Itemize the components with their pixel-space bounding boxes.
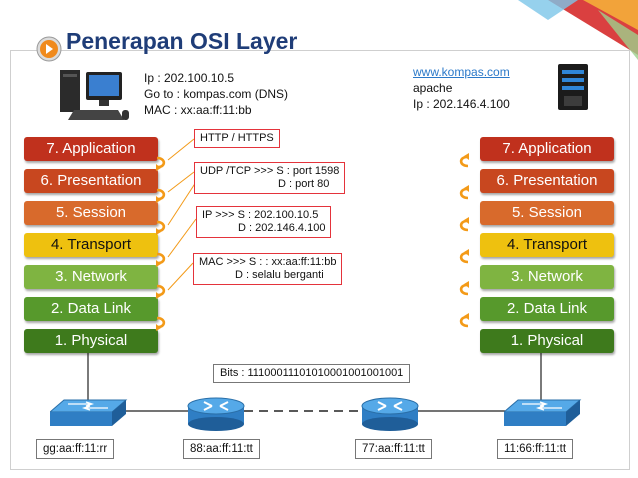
left-layer-transport: 4. Transport <box>24 233 158 257</box>
note-ip-source: IP >>> S : 202.100.10.5 <box>202 209 319 221</box>
curved-up-arrow-icon <box>459 217 469 232</box>
curved-up-arrow-icon <box>459 249 469 264</box>
curved-down-arrow-icon <box>156 252 166 267</box>
page-title: Penerapan OSI Layer <box>66 28 298 54</box>
note-http: HTTP / HTTPS <box>194 129 280 148</box>
note-udp-source: UDP /TCP >>> S : port 1598 <box>200 165 340 177</box>
arrow-circle-icon <box>36 36 62 62</box>
note-udp-destination: D : port 80 <box>278 178 330 190</box>
client-mac: MAC : xx:aa:ff:11:bb <box>144 103 252 117</box>
bits-label: Bits : 1110001110101000100100100​1 <box>213 364 411 383</box>
right-layer-transport: 4. Transport <box>480 233 614 257</box>
note-udp-tcp: UDP /TCP >>> S : port 1598 D : port 80 <box>194 162 346 194</box>
curved-down-arrow-icon <box>156 316 166 331</box>
server-tower-icon <box>556 62 590 112</box>
slide-frame <box>10 50 630 470</box>
server-link[interactable]: www.kompas.com <box>413 65 510 79</box>
server-ip: Ip : 202.146.4.100 <box>413 97 510 111</box>
client-info: Ip : 202.100.10.5 Go to : kompas.com (DN… <box>144 70 288 118</box>
right-layer-network: 3. Network <box>480 265 614 289</box>
router-icon <box>187 397 245 431</box>
left-layer-session: 5. Session <box>24 201 158 225</box>
server-info: www.kompas.com apache Ip : 202.146.4.100 <box>413 64 510 112</box>
device-mac-label: gg:aa:ff:11:rr <box>36 439 115 459</box>
right-layer-application: 7. Application <box>480 137 614 161</box>
note-ip: IP >>> S : 202.100.10.5 D : 202.146.4.10… <box>196 206 332 238</box>
curved-up-arrow-icon <box>459 185 469 200</box>
switch-icon <box>504 399 582 426</box>
right-layer-presentation: 6. Presentation <box>480 169 614 193</box>
right-layer-session: 5. Session <box>480 201 614 225</box>
curved-up-arrow-icon <box>459 153 469 168</box>
right-layer-data-link: 2. Data Link <box>480 297 614 321</box>
switch-icon <box>50 399 128 426</box>
note-ip-destination: D : 202.146.4.100 <box>238 222 326 234</box>
curved-down-arrow-icon <box>156 156 166 171</box>
note-mac-source: MAC >>> S : : xx:aa:ff:11:bb <box>199 256 337 268</box>
device-mac-label: 11:66:ff:11:tt <box>497 439 574 459</box>
curved-down-arrow-icon <box>156 220 166 235</box>
left-layer-data-link: 2. Data Link <box>24 297 158 321</box>
note-mac-destination: D : selalu berganti <box>235 269 324 281</box>
desktop-computer-icon <box>52 70 132 122</box>
curved-up-arrow-icon <box>459 281 469 296</box>
router-icon <box>361 397 419 431</box>
curved-up-arrow-icon <box>459 313 469 328</box>
note-mac: MAC >>> S : : xx:aa:ff:11:bb D : selalu … <box>193 253 343 285</box>
corner-decoration <box>518 0 638 60</box>
right-layer-physical: 1. Physical <box>480 329 614 353</box>
curved-down-arrow-icon <box>156 188 166 203</box>
device-mac-label: 77:aa:ff:11:tt <box>355 439 432 459</box>
client-goto: Go to : kompas.com (DNS) <box>144 87 289 101</box>
left-layer-presentation: 6. Presentation <box>24 169 158 193</box>
left-layer-network: 3. Network <box>24 265 158 289</box>
device-mac-label: 88:aa:ff:11:tt <box>183 439 260 459</box>
left-layer-application: 7. Application <box>24 137 158 161</box>
curved-down-arrow-icon <box>156 284 166 299</box>
server-software: apache <box>413 81 453 95</box>
left-layer-physical: 1. Physical <box>24 329 158 353</box>
client-ip: Ip : 202.100.10.5 <box>144 71 235 85</box>
